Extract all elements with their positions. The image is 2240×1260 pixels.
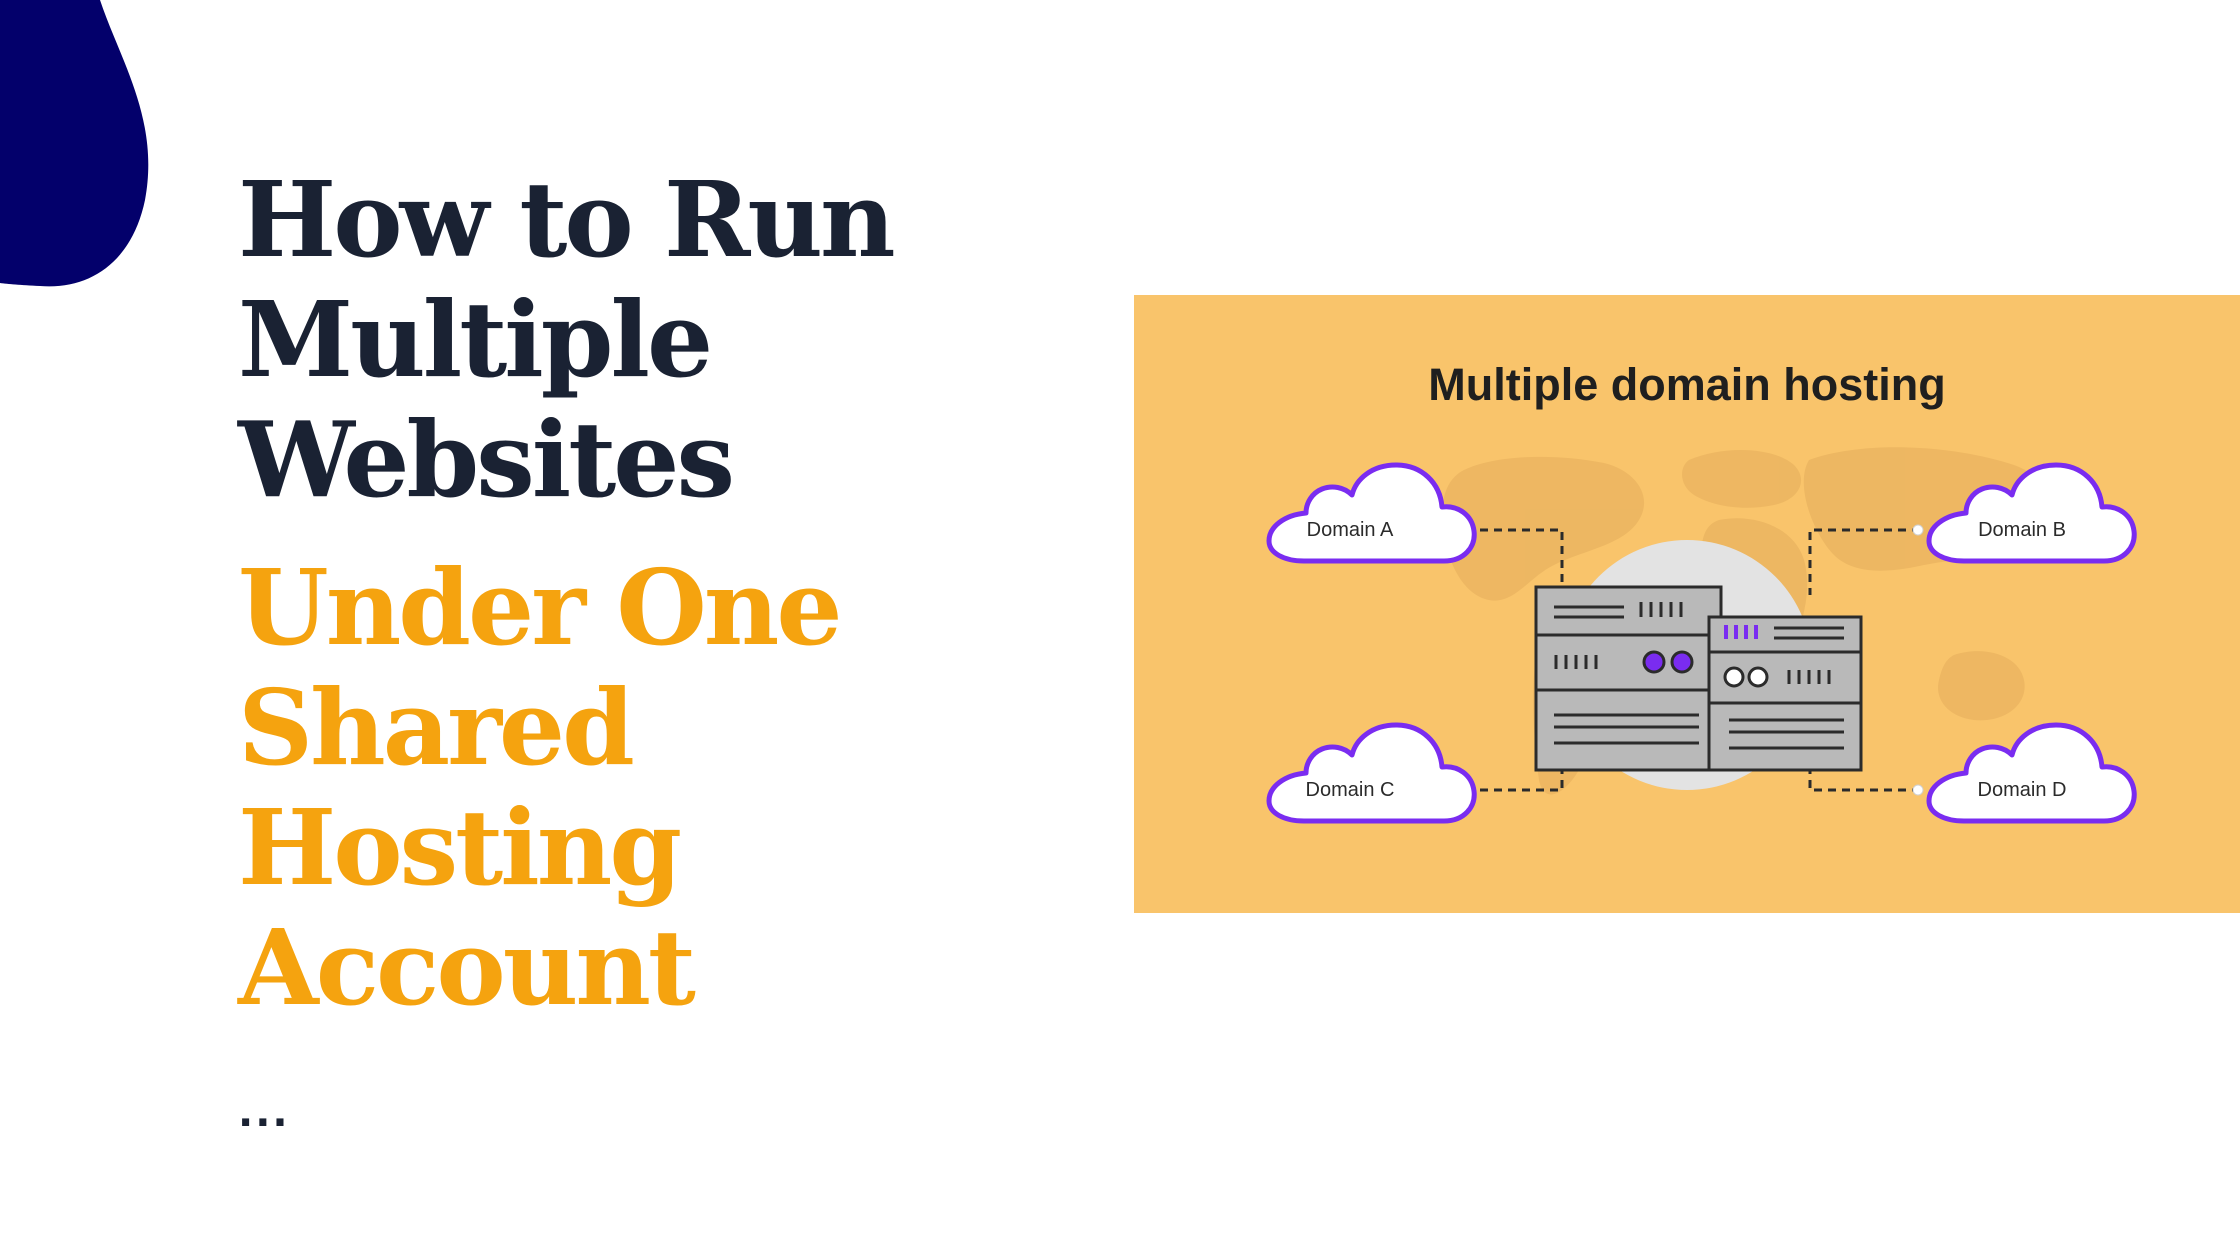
title-line-6: Hosting [238, 786, 682, 909]
figure-heading: Multiple domain hosting [1428, 359, 1945, 410]
cloud-icon [1266, 722, 1477, 824]
navy-blob-decoration [0, 0, 149, 287]
server-rack-icon [1534, 585, 1863, 772]
title-line-1: How to Run [238, 158, 896, 281]
domain-a-label: Domain A [1307, 519, 1394, 541]
slide-title: How to Run Multiple Websites Under One S… [238, 160, 1138, 1028]
title-line-7: Account [238, 906, 696, 1029]
domain-c-label: Domain C [1306, 779, 1395, 801]
multiple-domain-hosting-figure: Multiple domain hosting [1134, 295, 2240, 913]
title-line-5: Shared [238, 666, 635, 789]
cloud-icon [1926, 722, 2137, 824]
title-line-3: Websites [238, 398, 735, 521]
domain-d-label: Domain D [1978, 779, 2067, 801]
ellipsis-text: ... [238, 1090, 290, 1136]
cloud-icon [1266, 462, 1477, 564]
title-line-4: Under One [238, 546, 843, 669]
cloud-icon [1926, 462, 2137, 564]
title-line-2: Multiple [238, 278, 713, 401]
domain-b-label: Domain B [1978, 519, 2066, 541]
